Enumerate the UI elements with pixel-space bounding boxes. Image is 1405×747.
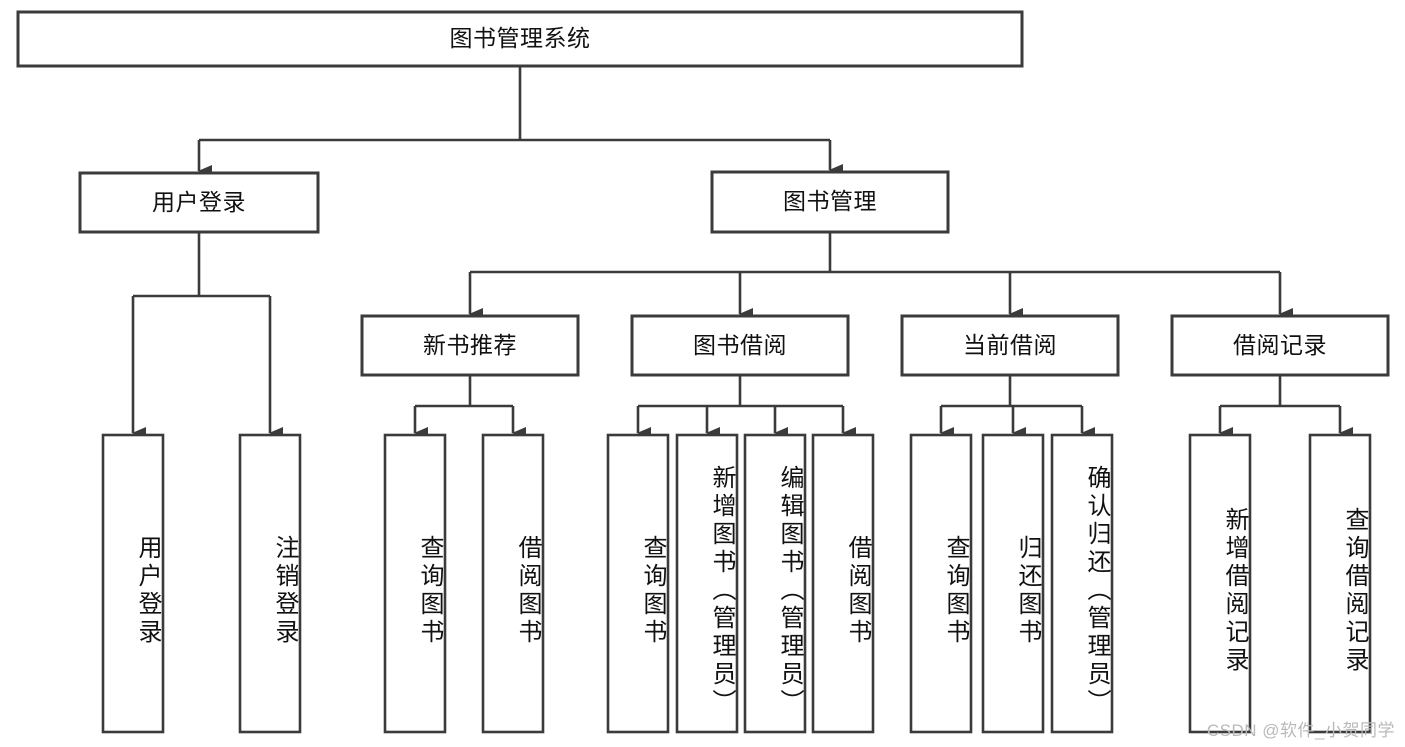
node-leaf-6[interactable] bbox=[743, 433, 807, 734]
node-leaf-3[interactable] bbox=[481, 433, 545, 734]
node-leaf-2[interactable] bbox=[383, 433, 447, 734]
node-leaf-9[interactable] bbox=[981, 433, 1045, 734]
node-leaf-7[interactable] bbox=[811, 433, 875, 734]
node-leaf-11[interactable] bbox=[1188, 433, 1252, 734]
watermark-text: CSDN @软件_小贺同学 bbox=[1206, 721, 1395, 740]
node-leaf-8[interactable] bbox=[909, 433, 973, 734]
node-leaf-12[interactable] bbox=[1308, 433, 1372, 734]
node-root-system[interactable] bbox=[16, 10, 1024, 68]
node-leaf-10[interactable] bbox=[1050, 433, 1114, 734]
node-level3-2[interactable] bbox=[900, 314, 1120, 377]
node-leaf-0[interactable] bbox=[101, 433, 165, 734]
box-layer bbox=[16, 10, 1390, 734]
node-level2-0[interactable] bbox=[78, 171, 320, 234]
node-level2-1[interactable] bbox=[710, 170, 950, 234]
node-level3-3[interactable] bbox=[1170, 314, 1390, 377]
node-level3-1[interactable] bbox=[630, 314, 850, 377]
node-leaf-1[interactable] bbox=[238, 433, 302, 734]
connector-layer bbox=[131, 66, 1353, 439]
node-leaf-5[interactable] bbox=[675, 433, 739, 734]
node-leaf-4[interactable] bbox=[606, 433, 670, 734]
node-level3-0[interactable] bbox=[360, 314, 580, 377]
